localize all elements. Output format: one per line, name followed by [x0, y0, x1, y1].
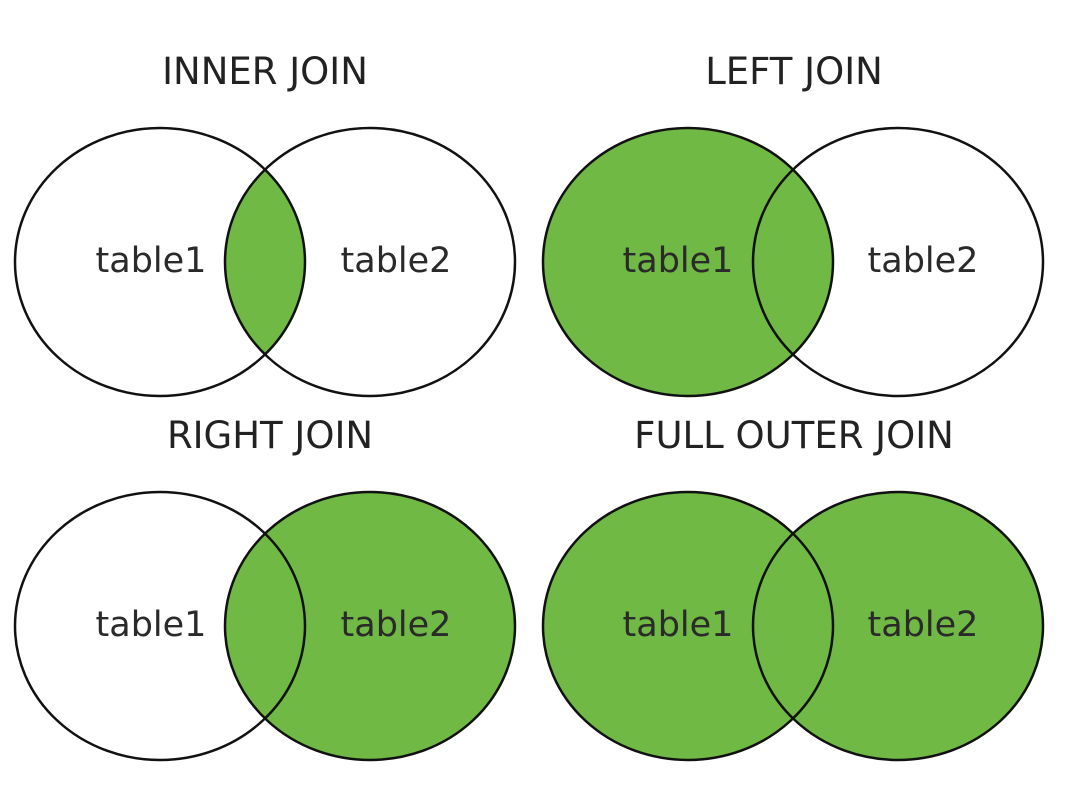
- panel-title: LEFT JOIN: [705, 50, 883, 93]
- venn-shading: [225, 492, 515, 760]
- right-circle: [751, 490, 1045, 762]
- panel-title: FULL OUTER JOIN: [634, 414, 954, 457]
- panel-title: INNER JOIN: [162, 50, 368, 93]
- left-table-label: table1: [96, 241, 207, 281]
- panel-left-join: LEFT JOIN table1 table2: [541, 50, 1045, 398]
- right-circle: [223, 126, 517, 398]
- right-table-label: table2: [868, 605, 979, 645]
- left-table-label: table1: [623, 605, 734, 645]
- left-circle: [13, 126, 307, 398]
- right-only-region: [753, 492, 1043, 760]
- left-circle: [541, 126, 835, 398]
- left-table-label: table1: [96, 605, 207, 645]
- panel-title: RIGHT JOIN: [167, 414, 373, 457]
- left-only-region: [543, 492, 833, 760]
- right-only-region: [225, 492, 515, 760]
- venn-shading: [543, 492, 1043, 760]
- panel-inner-join: INNER JOIN table1 table2: [13, 50, 517, 398]
- left-only-region: [543, 128, 833, 396]
- left-circle: [13, 490, 307, 762]
- right-circle: [223, 490, 517, 762]
- panel-full-outer-join: FULL OUTER JOIN table1 table2: [541, 414, 1045, 762]
- panel-right-join: RIGHT JOIN table1 table2: [13, 414, 517, 762]
- right-table-label: table2: [341, 605, 452, 645]
- right-circle: [751, 126, 1045, 398]
- left-circle: [541, 490, 835, 762]
- right-table-label: table2: [341, 241, 452, 281]
- left-table-label: table1: [623, 241, 734, 281]
- right-table-label: table2: [868, 241, 979, 281]
